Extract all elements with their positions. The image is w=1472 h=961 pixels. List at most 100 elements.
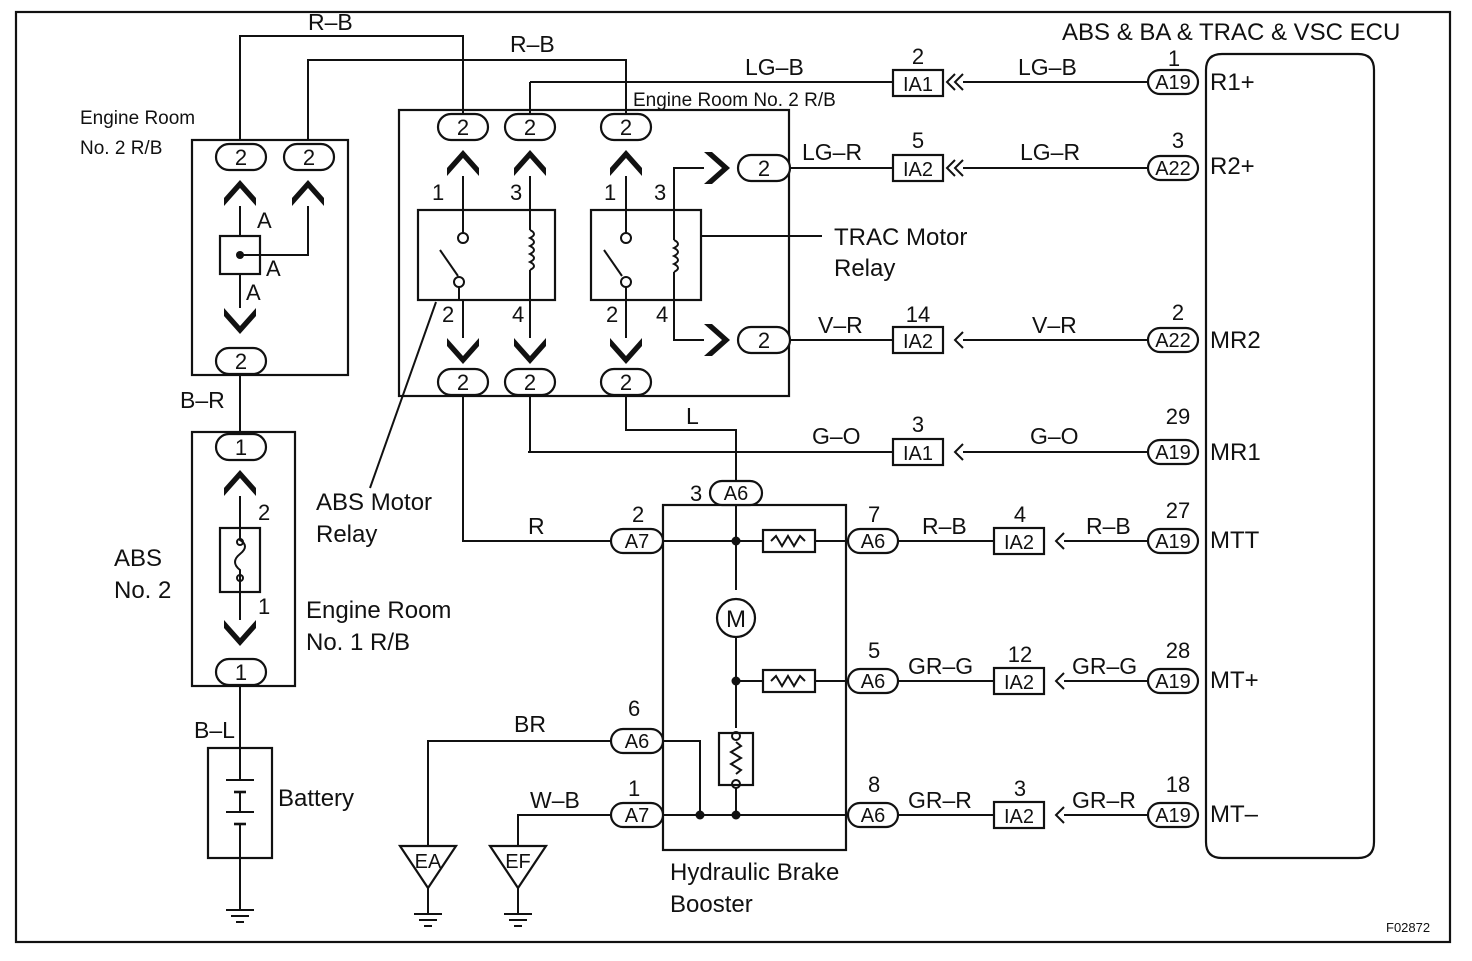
wire-rb-top: R–B xyxy=(308,9,353,35)
pin-number: 1 xyxy=(1168,46,1180,71)
abs-relay-label: ABS Motor xyxy=(316,489,432,516)
battery-ground-icon xyxy=(226,909,254,923)
wire-bl: B–L xyxy=(194,717,235,743)
svg-text:4: 4 xyxy=(512,302,524,327)
svg-text:2: 2 xyxy=(606,302,618,327)
wire-br: B–R xyxy=(180,387,225,413)
wire-label: LG–B xyxy=(745,54,804,80)
pin-number: 2 xyxy=(1172,300,1184,325)
rb2-box xyxy=(190,138,350,377)
frame xyxy=(14,10,1452,944)
svg-text:2: 2 xyxy=(258,500,270,525)
connector-label: A22 xyxy=(1155,330,1191,352)
fuse-label-2: No. 2 xyxy=(114,577,171,604)
abs-relay-label-2: Relay xyxy=(316,521,377,548)
svg-text:3: 3 xyxy=(690,481,702,506)
terminal-name: R2+ xyxy=(1210,153,1255,180)
svg-text:1: 1 xyxy=(604,180,616,205)
svg-text:1: 1 xyxy=(235,435,247,460)
rb1-label: Engine Room xyxy=(306,597,451,624)
booster-label: Hydraulic Brake xyxy=(670,859,839,886)
svg-text:4: 4 xyxy=(656,302,668,327)
terminal-name: MT– xyxy=(1210,801,1259,828)
ecu-terminal-mtt: 27 A19 MTT xyxy=(1146,498,1260,555)
junction-ia2-mr2: 14 IA2 V–R V–R xyxy=(818,302,1077,355)
svg-text:1: 1 xyxy=(258,594,270,619)
wire-label: LG–B xyxy=(1018,54,1077,80)
ecu-title: ABS & BA & TRAC & VSC ECU xyxy=(1062,19,1400,46)
junction-ia2-mtt: 4 IA2 R–B R–B xyxy=(922,502,1131,556)
terminal-name: MT+ xyxy=(1210,667,1259,694)
junction-label: IA1 xyxy=(903,443,933,465)
svg-text:1: 1 xyxy=(628,776,640,801)
wire-label: R–B xyxy=(1086,513,1131,539)
connector-a6-mt-minus: A6 xyxy=(861,805,885,827)
connector-a7-wb: A7 xyxy=(625,805,649,827)
connector-label: A22 xyxy=(1155,158,1191,180)
wire-label: GR–G xyxy=(908,653,973,679)
trac-relay-label-2: Relay xyxy=(834,255,895,282)
junction-label: IA1 xyxy=(903,74,933,96)
pin-number: 28 xyxy=(1166,638,1190,663)
svg-text:2: 2 xyxy=(457,115,469,140)
pin-number: 18 xyxy=(1166,772,1190,797)
wire-label: LG–R xyxy=(1020,139,1080,165)
svg-text:3: 3 xyxy=(510,180,522,205)
svg-text:6: 6 xyxy=(628,696,640,721)
relay-block xyxy=(397,108,791,398)
pin-number: 3 xyxy=(912,412,924,437)
trac-relay-label: TRAC Motor xyxy=(834,224,967,251)
rb2-title: Engine Room xyxy=(80,108,195,129)
connector-label: A19 xyxy=(1155,531,1191,553)
svg-text:2: 2 xyxy=(524,115,536,140)
ecu-terminal-mr1: 29 A19 MR1 xyxy=(1146,404,1261,466)
ecu-terminal-mt-minus: 18 A19 MT– xyxy=(1146,772,1259,829)
wire-label: LG–R xyxy=(802,139,862,165)
svg-text:2: 2 xyxy=(758,328,770,353)
pin-number: 5 xyxy=(912,128,924,153)
pin-number: 27 xyxy=(1166,498,1190,523)
wire-wb: W–B xyxy=(530,787,580,813)
svg-text:2: 2 xyxy=(758,156,770,181)
svg-text:1: 1 xyxy=(432,180,444,205)
brake-booster xyxy=(661,503,848,852)
resistor-mtt xyxy=(761,528,817,554)
rb1-box xyxy=(190,430,297,688)
svg-text:8: 8 xyxy=(868,772,880,797)
fuse-label: ABS xyxy=(114,545,162,572)
relay-bottom-connectors: 2 2 2 xyxy=(436,367,653,397)
svg-text:2: 2 xyxy=(524,370,536,395)
wire-label: R–B xyxy=(922,513,967,539)
svg-text:2: 2 xyxy=(620,115,632,140)
ground-ef-icon: EF xyxy=(487,844,549,927)
svg-text:3: 3 xyxy=(654,180,666,205)
svg-text:2: 2 xyxy=(620,370,632,395)
relay-right-connectors: 2 2 xyxy=(736,153,792,355)
wire-l: L xyxy=(686,403,699,429)
junction-ia1-r1: 2 IA1 LG–B LG–B xyxy=(745,44,1077,98)
svg-text:A: A xyxy=(257,208,272,233)
pin-number: 3 xyxy=(1014,776,1026,801)
pin-number: 2 xyxy=(912,44,924,69)
connector-label: A19 xyxy=(1155,72,1191,94)
wire-label: GR–R xyxy=(1072,787,1136,813)
terminal-name: MR1 xyxy=(1210,439,1261,466)
battery-label: Battery xyxy=(278,785,354,812)
connector-a7-r: A7 xyxy=(625,531,649,553)
ecu-terminal-mr2: 2 A22 MR2 xyxy=(1146,300,1261,354)
pin-number: 14 xyxy=(906,302,930,327)
pin-number: 29 xyxy=(1166,404,1190,429)
wire-label: G–O xyxy=(1030,423,1079,449)
rb2-title-2: No. 2 R/B xyxy=(80,138,162,159)
junction-label: IA2 xyxy=(1004,532,1034,554)
rb1-label-2: No. 1 R/B xyxy=(306,629,410,656)
wire-r: R xyxy=(528,513,545,539)
junction-label: IA2 xyxy=(1004,672,1034,694)
ecu-terminal-r1: 1 A19 R1+ xyxy=(1146,46,1255,96)
svg-text:7: 7 xyxy=(868,502,880,527)
junction-ia2-mt-plus: 12 IA2 GR–G GR–G xyxy=(908,642,1137,696)
wire-label: V–R xyxy=(1032,312,1077,338)
pin-number: 12 xyxy=(1008,642,1032,667)
wire-label: GR–R xyxy=(908,787,972,813)
